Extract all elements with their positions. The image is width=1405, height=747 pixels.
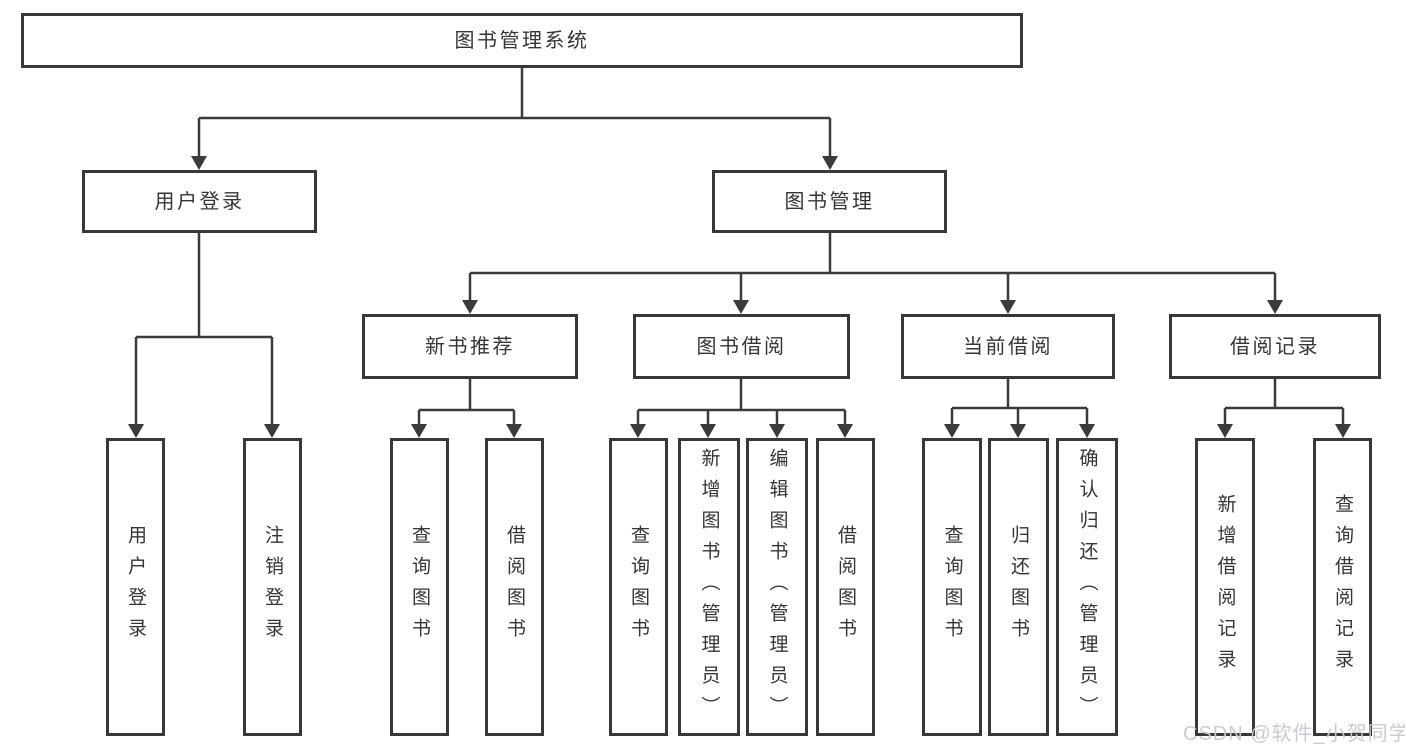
node-label: 归还图书 <box>1008 525 1029 649</box>
node-label: 查询图书 <box>409 525 430 649</box>
node-current-borrow: 当前借阅 <box>901 314 1115 379</box>
node-confirm-return-admin: 确认归还（管理员） <box>1056 438 1118 736</box>
node-label: 图书管理系统 <box>454 29 590 52</box>
node-label: 图书借阅 <box>696 335 787 358</box>
node-label: 借阅图书 <box>835 525 856 649</box>
node-library-management-system: 图书管理系统 <box>21 13 1023 68</box>
node-label: 借阅记录 <box>1230 335 1320 358</box>
node-borrow-books-leaf: 借阅图书 <box>816 438 875 736</box>
node-query-books-current: 查询图书 <box>922 438 982 736</box>
node-borrow-books-recommend: 借阅图书 <box>485 438 544 736</box>
node-query-borrow-record: 查询借阅记录 <box>1313 438 1372 736</box>
node-label: 用户登录 <box>154 190 245 213</box>
node-label: 当前借阅 <box>963 335 1053 358</box>
node-label: 确认归还（管理员） <box>1076 447 1098 727</box>
node-label: 新增借阅记录 <box>1214 494 1236 680</box>
node-query-books-recommend: 查询图书 <box>390 438 449 736</box>
node-label: 借阅图书 <box>504 525 525 649</box>
node-label: 查询借阅记录 <box>1332 494 1353 680</box>
csdn-watermark: CSDN @软件_小贺同学 <box>1183 723 1405 745</box>
node-user-login: 用户登录 <box>82 170 317 233</box>
node-query-books-borrow: 查询图书 <box>609 438 668 736</box>
node-label: 新增图书（管理员） <box>698 447 720 727</box>
node-logout-leaf: 注销登录 <box>243 438 302 736</box>
node-add-book-admin: 新增图书（管理员） <box>678 438 740 736</box>
node-label: 图书管理 <box>784 190 875 213</box>
node-label: 查询图书 <box>628 525 649 649</box>
node-label: 新书推荐 <box>425 335 515 358</box>
node-label: 用户登录 <box>125 525 146 649</box>
node-label: 查询图书 <box>941 525 963 649</box>
node-user-login-leaf: 用户登录 <box>106 438 165 736</box>
node-label: 注销登录 <box>262 525 283 649</box>
node-book-management: 图书管理 <box>712 170 947 233</box>
node-edit-book-admin: 编辑图书（管理员） <box>746 438 808 736</box>
node-add-borrow-record: 新增借阅记录 <box>1195 438 1255 736</box>
node-label: 编辑图书（管理员） <box>766 447 788 727</box>
node-borrow-records: 借阅记录 <box>1169 314 1381 379</box>
node-book-borrow: 图书借阅 <box>633 314 850 379</box>
node-new-book-recommend: 新书推荐 <box>362 314 578 379</box>
node-return-book: 归还图书 <box>988 438 1049 736</box>
